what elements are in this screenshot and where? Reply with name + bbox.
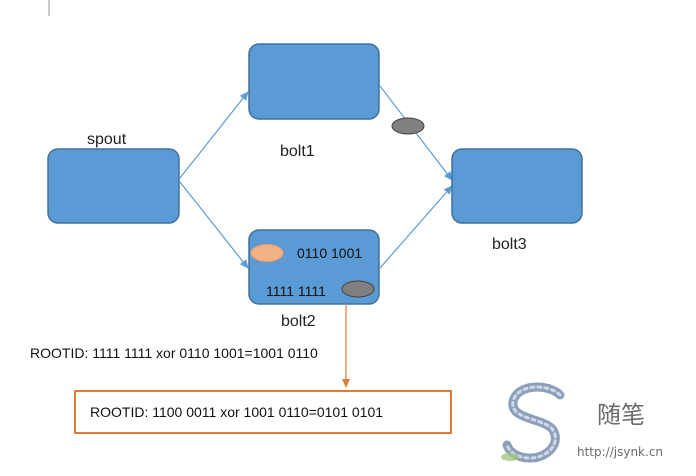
result-box: ROOTID: 1100 0011 xor 1001 0110=0101 010… (74, 390, 452, 434)
tuple-orange-ellipse (250, 244, 284, 262)
watermark-cn: 随笔 (597, 401, 645, 429)
watermark-logo (501, 382, 565, 463)
spout-label: spout (87, 131, 127, 148)
bolt1-label: bolt1 (280, 143, 315, 160)
bolt3-label: bolt3 (492, 236, 527, 253)
edge-bolt2-bolt3 (379, 185, 453, 269)
bolt3-node (451, 148, 583, 224)
watermark-url: http://jsynk.cn (577, 445, 664, 459)
edge-spout-bolt1 (179, 91, 249, 179)
formula-rootid-2: ROOTID: 1100 0011 xor 1001 0110=0101 010… (90, 404, 384, 420)
formula-rootid-1: ROOTID: 1111 1111 xor 0110 1001=1001 011… (30, 345, 318, 361)
tuple-gray-ellipse (391, 117, 425, 135)
bolt2-bits-bottom: 1111 1111 (266, 283, 326, 299)
spout-node (47, 148, 180, 224)
tuple-gray-ellipse-bolt2 (341, 280, 375, 298)
edge-spout-bolt2 (179, 181, 249, 269)
bolt2-label: bolt2 (281, 313, 316, 330)
bolt2-bits-top: 0110 1001 (297, 245, 362, 261)
bolt1-node (248, 43, 380, 120)
